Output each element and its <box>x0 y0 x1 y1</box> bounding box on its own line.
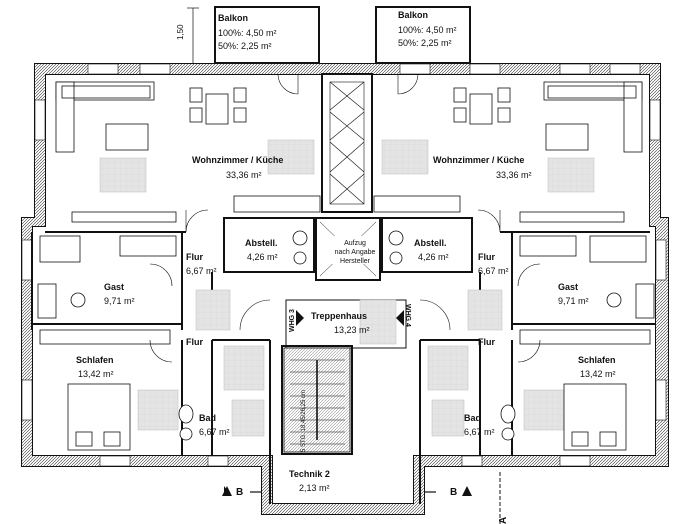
room-gast-left-name: Gast <box>104 282 124 292</box>
sofa-left <box>55 81 155 153</box>
room-wohn-right-name: Wohnzimmer / Küche <box>433 155 524 165</box>
room-gast-right-name: Gast <box>558 282 578 292</box>
room-schlafen-left-name: Schlafen <box>76 355 114 365</box>
level-tags <box>99 139 595 437</box>
interior-walls <box>31 73 656 504</box>
section-axis-label: A <box>498 517 509 524</box>
door-swings <box>149 73 541 363</box>
balcony-right-line1: 100%: 4,50 m² <box>398 25 457 35</box>
room-gast-left-area: 9,71 m² <box>104 296 135 306</box>
elevator-line2: nach Angabe <box>335 249 376 256</box>
elevator-line3: Hersteller <box>340 258 371 265</box>
balcony-left-line2: 50%: 2,25 m² <box>218 41 272 51</box>
elevator: Aufzug nach Angabe Hersteller <box>319 221 377 277</box>
balcony-left: Balkon 100%: 4,50 m² 50%: 2,25 m² <box>214 6 320 64</box>
dimension-balcony-depth: 1,50 <box>176 7 199 65</box>
room-abst-left-area: 4,26 m² <box>247 252 278 262</box>
room-flur-right-top-name: Flur <box>478 252 495 262</box>
room-treppenhaus-name: Treppenhaus <box>311 311 367 321</box>
room-wohn-right-area: 33,36 m² <box>496 170 532 180</box>
tables <box>105 87 589 151</box>
room-schlafen-right-area: 13,42 m² <box>580 369 616 379</box>
room-bad-right-name: Bad <box>464 413 481 423</box>
windows-top <box>21 63 667 467</box>
room-abst-right-area: 4,26 m² <box>418 252 449 262</box>
room-flur-left-mid-name: Flur <box>186 337 203 347</box>
elevator-line1: Aufzug <box>344 240 366 247</box>
room-flur-left-top-name: Flur <box>186 252 203 262</box>
balcony-right-line2: 50%: 2,25 m² <box>398 38 452 48</box>
stair-label: 5 STG. 18,45/26,25 cm <box>301 390 307 452</box>
room-flur-right-top-area: 6,67 m² <box>478 266 509 276</box>
room-treppenhaus-area: 13,23 m² <box>334 325 370 335</box>
room-technik-area: 2,13 m² <box>299 483 330 493</box>
staircase <box>283 347 351 453</box>
room-flur-right-mid-name: Flur <box>478 337 495 347</box>
beds <box>39 329 651 451</box>
unit-left-label: WHG 3 <box>289 309 296 332</box>
outer-walls <box>21 63 669 515</box>
balcony-left-name: Balkon <box>218 13 248 23</box>
unit-right-label: WHG 4 <box>404 304 411 327</box>
shafts <box>329 81 365 205</box>
desks <box>37 283 655 319</box>
room-schlafen-right-name: Schlafen <box>578 355 616 365</box>
room-schlafen-left-area: 13,42 m² <box>78 369 114 379</box>
room-labels: Wohnzimmer / Küche 33,36 m² Wohnzimmer /… <box>76 155 616 493</box>
unit-markers: WHG 3 WHG 4 <box>289 304 411 332</box>
room-abst-left-name: Abstell. <box>245 238 278 248</box>
bath-fixtures <box>178 230 516 441</box>
room-bad-right-area: 6,67 m² <box>464 427 495 437</box>
section-right-label: B <box>450 487 457 498</box>
room-wohn-left-name: Wohnzimmer / Küche <box>192 155 283 165</box>
room-bad-left-area: 6,67 m² <box>199 427 230 437</box>
room-abst-right-name: Abstell. <box>414 238 447 248</box>
room-wohn-left-area: 33,36 m² <box>226 170 262 180</box>
dimension-label: 1,50 <box>176 24 185 40</box>
room-gast-right-area: 9,71 m² <box>558 296 589 306</box>
balcony-right-name: Balkon <box>398 10 428 20</box>
kitchens <box>39 195 647 263</box>
section-left-label: B <box>236 487 243 498</box>
room-bad-left-name: Bad <box>199 413 216 423</box>
room-flur-left-top-area: 6,67 m² <box>186 266 217 276</box>
room-technik-name: Technik 2 <box>289 469 330 479</box>
balcony-right: Balkon 100%: 4,50 m² 50%: 2,25 m² <box>375 6 471 64</box>
sofa-right <box>543 81 643 153</box>
section-marks: B B A <box>222 472 509 524</box>
balcony-left-line1: 100%: 4,50 m² <box>218 28 277 38</box>
